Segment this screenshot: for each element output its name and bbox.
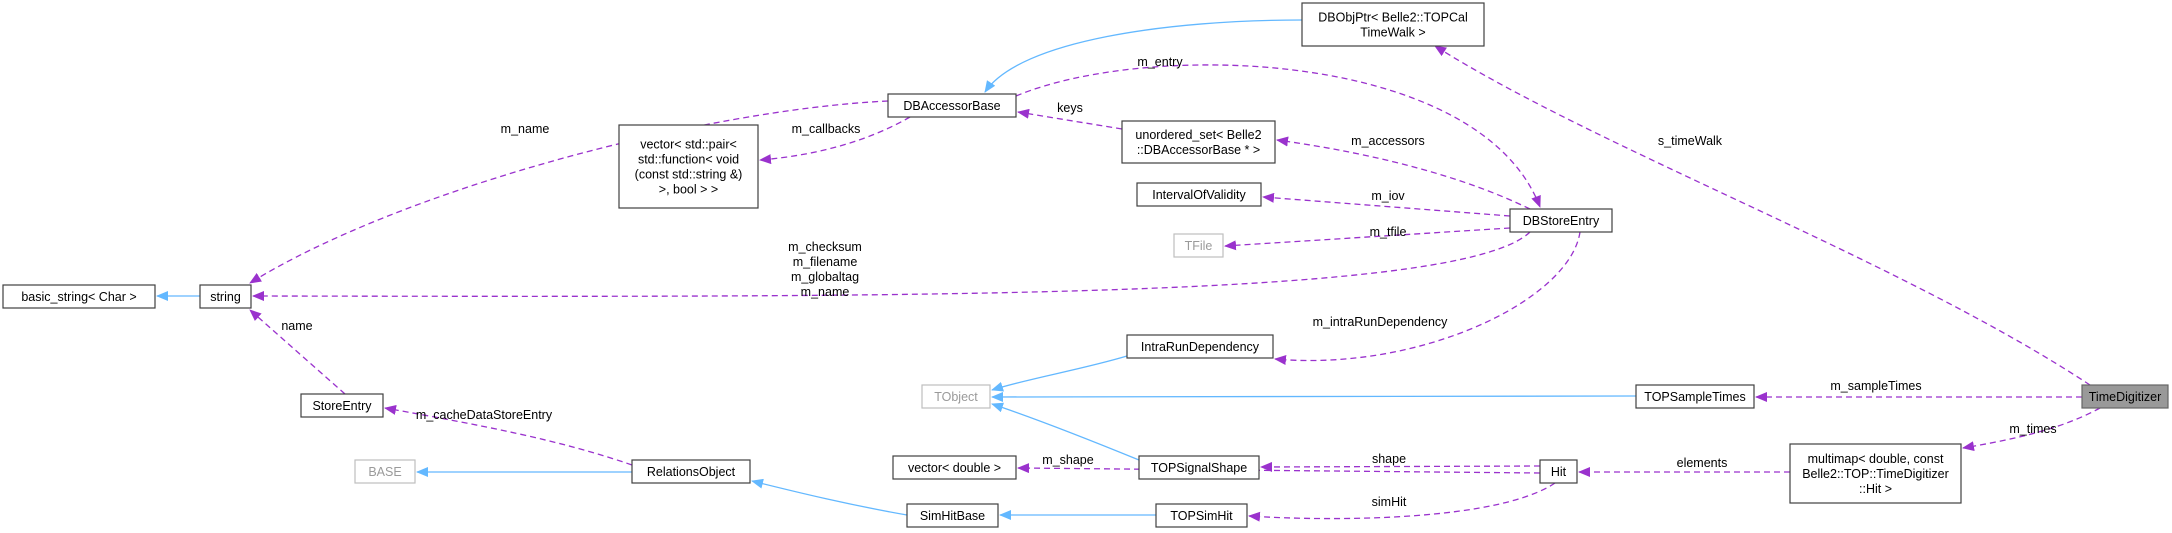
class-node-dbaccessorbase[interactable]: DBAccessorBase	[887, 93, 1017, 118]
class-node-label: DBStoreEntry	[1523, 214, 1600, 228]
class-node-simhitbase[interactable]: SimHitBase	[906, 503, 999, 528]
edge-label-m-callbacks: m_callbacks	[792, 122, 861, 136]
member-edge-15	[252, 231, 1531, 302]
member-edge-23	[1260, 461, 1541, 472]
class-node-hit[interactable]: Hit	[1539, 459, 1578, 484]
class-node-tfile[interactable]: TFile	[1173, 233, 1224, 258]
edge-label-shape: shape	[1372, 452, 1406, 466]
edge-label-m-times: m_times	[2009, 422, 2056, 436]
edge-label-m-name: m_name	[501, 122, 550, 136]
class-node-storeentry[interactable]: StoreEntry	[300, 393, 384, 418]
member-edge-16	[1274, 231, 1581, 365]
class-node-label: vector< std::pair<std::function< void(co…	[635, 138, 743, 197]
class-node-label: SimHitBase	[920, 509, 985, 523]
class-node-vector-double[interactable]: vector< double >	[892, 455, 1017, 480]
class-node-label: DBAccessorBase	[903, 99, 1000, 113]
class-node-tobject[interactable]: TObject	[921, 384, 991, 409]
edge-label-m-tfile: m_tfile	[1370, 225, 1407, 239]
class-node-string[interactable]: string	[199, 284, 252, 309]
edge-label-m-shape: m_shape	[1042, 453, 1093, 467]
edge-label-m-entry: m_entry	[1137, 55, 1183, 69]
class-node-label: TimeDigitizer	[2089, 390, 2161, 404]
class-node-label: IntraRunDependency	[1141, 340, 1260, 354]
edge-label-name: name	[281, 319, 312, 333]
class-node-intervalofvalidity[interactable]: IntervalOfValidity	[1136, 182, 1262, 207]
inheritance-edge-6	[751, 478, 908, 516]
edge-label-m-intraRunDependency: m_intraRunDependency	[1313, 315, 1449, 329]
class-node-label: basic_string< Char >	[21, 290, 136, 304]
class-node-label: TObject	[934, 390, 978, 404]
member-edge-22	[1017, 463, 1541, 474]
edge-label-simHit: simHit	[1372, 495, 1407, 509]
member-edge-11	[1017, 108, 1123, 130]
class-node-label: TFile	[1185, 239, 1213, 253]
member-edge-12	[1276, 136, 1531, 210]
class-node-label: TOPSignalShape	[1151, 461, 1247, 475]
edge-label-m-cacheDataStoreEntry: m_cacheDataStoreEntry	[416, 408, 553, 422]
class-node-topsignalshape[interactable]: TOPSignalShape	[1138, 455, 1260, 480]
member-edge-14	[1224, 227, 1511, 251]
class-node-unordered-set[interactable]: unordered_set< Belle2::DBAccessorBase * …	[1121, 120, 1276, 164]
class-node-label: StoreEntry	[312, 399, 372, 413]
class-node-label: RelationsObject	[647, 465, 736, 479]
edge-label-m-sampleTimes: m_sampleTimes	[1830, 379, 1921, 393]
class-node-relationsobject[interactable]: RelationsObject	[631, 459, 751, 484]
class-node-label: TOPSampleTimes	[1644, 390, 1745, 404]
member-edge-21	[1962, 407, 2101, 452]
edge-label-elements: elements	[1677, 456, 1728, 470]
inheritance-edge-0	[984, 19, 1303, 93]
class-node-dbstoreentry[interactable]: DBStoreEntry	[1509, 208, 1613, 233]
class-node-topsampletimes[interactable]: TOPSampleTimes	[1635, 384, 1755, 409]
class-node-label: Hit	[1551, 465, 1567, 479]
member-edge-25	[1248, 482, 1556, 522]
member-edge-10	[1015, 64, 1541, 208]
class-node-topsimhit[interactable]: TOPSimHit	[1155, 503, 1248, 528]
edge-label-m-accessors: m_accessors	[1351, 134, 1425, 148]
class-node-vector-pair[interactable]: vector< std::pair<std::function< void(co…	[618, 124, 759, 209]
member-edge-13	[1262, 192, 1511, 217]
class-node-label: IntervalOfValidity	[1152, 188, 1246, 202]
edge-label-m-iov: m_iov	[1371, 189, 1405, 203]
inheritance-edge-4	[991, 402, 1140, 461]
inheritance-edge-2	[991, 355, 1128, 392]
edge-label-s-timeWalk: s_timeWalk	[1658, 134, 1723, 148]
member-edge-17	[249, 309, 346, 395]
class-node-timedigitizer[interactable]: TimeDigitizer	[2081, 384, 2169, 409]
class-node-intrarundependency[interactable]: IntraRunDependency	[1126, 334, 1274, 359]
class-node-base[interactable]: BASE	[354, 459, 416, 484]
class-node-label: TOPSimHit	[1170, 509, 1233, 523]
class-node-label: unordered_set< Belle2::DBAccessorBase * …	[1135, 128, 1261, 157]
edge-label-keys: keys	[1057, 101, 1083, 115]
class-node-label: vector< double >	[908, 461, 1001, 475]
member-edge-19	[1434, 45, 2091, 386]
inheritance-edge-3	[991, 391, 1637, 402]
member-edge-9	[759, 116, 911, 165]
class-node-label: BASE	[368, 465, 401, 479]
class-node-label: string	[210, 290, 241, 304]
class-node-basic-string[interactable]: basic_string< Char >	[2, 284, 156, 309]
